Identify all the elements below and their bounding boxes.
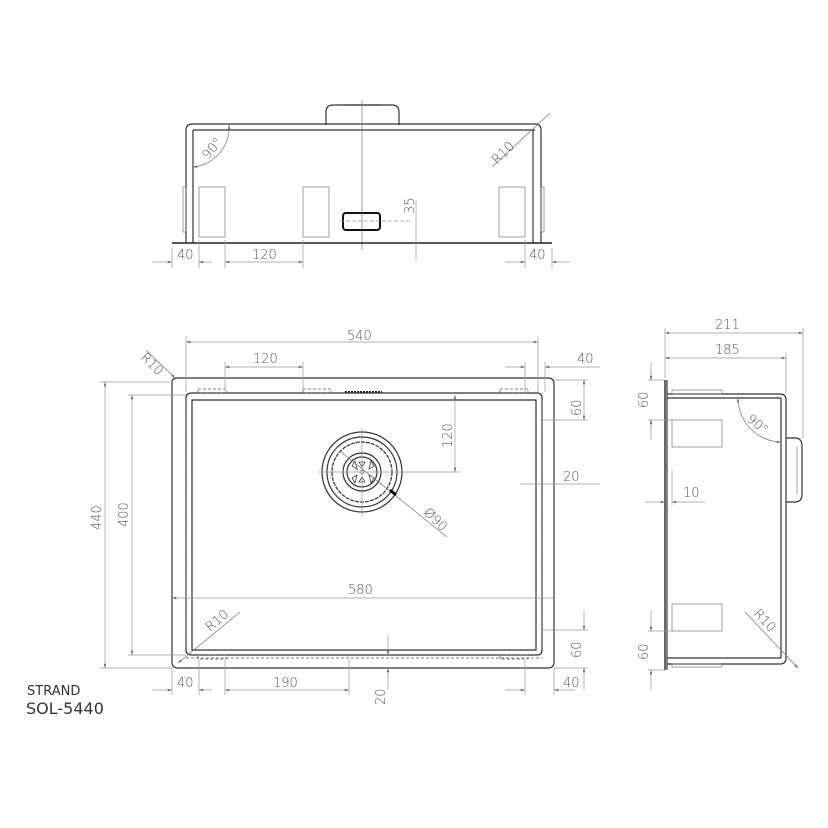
outer-height-label: 440 — [90, 505, 105, 530]
model-label: SOL-5440 — [26, 699, 104, 718]
right-vertical-top-label: 60 — [570, 399, 585, 416]
left-offset-label: 40 — [177, 248, 194, 263]
bowl-depth-label: 185 — [715, 343, 740, 358]
overflow-slot — [342, 212, 381, 231]
flange-label: 10 — [683, 486, 700, 501]
overflow-side — [786, 437, 803, 503]
bracket-top — [671, 419, 723, 448]
bottom-left-offset-label: 40 — [177, 676, 194, 691]
bracket-3 — [498, 186, 526, 238]
total-depth-label: 211 — [715, 318, 740, 333]
corner-radius-top-label: R10 — [137, 350, 166, 379]
brand-label: STRAND — [27, 684, 80, 699]
side-view: 211 185 90° 60 10 60 R10 — [637, 318, 804, 690]
bottom-spacing-label: 190 — [273, 676, 298, 691]
inner-width-label: 580 — [348, 583, 373, 598]
corner-radius-bottom-label: R10 — [203, 607, 232, 635]
side-top-offset-label: 60 — [637, 391, 652, 408]
bottom-right-offset-label: 40 — [563, 676, 580, 691]
side-radius-label: R10 — [750, 606, 778, 635]
side-bottom-offset-label: 60 — [637, 643, 652, 660]
outer-width-label: 540 — [347, 329, 372, 344]
bottom-depth-label: 20 — [374, 688, 389, 705]
right-offset-label: 40 — [529, 248, 546, 263]
radius-label: R10 — [489, 139, 518, 168]
bracket-bottom — [671, 603, 723, 632]
overflow-bump — [325, 104, 400, 125]
bracket-top-spacing-label: 120 — [253, 352, 278, 367]
side-angle-label: 90° — [743, 412, 770, 438]
top-view: Ø90 540 120 40 R10 440 400 120 — [90, 329, 600, 705]
bracket-1 — [198, 186, 226, 238]
drain-offset-label: 120 — [441, 423, 456, 448]
right-offset-top-label: 40 — [577, 352, 594, 367]
angle-label: 90° — [200, 135, 226, 162]
right-vertical-bottom-label: 60 — [570, 641, 585, 658]
bracket-spacing-label: 120 — [252, 248, 277, 263]
drain — [318, 428, 460, 516]
bracket-2 — [302, 186, 330, 238]
drain-diameter-label: Ø90 — [420, 505, 450, 535]
front-view: 90° R10 35 40 120 40 — [152, 100, 570, 268]
side-offset-label: 20 — [563, 470, 580, 485]
inner-height-label: 400 — [117, 502, 132, 527]
overflow-height-label: 35 — [403, 197, 418, 214]
